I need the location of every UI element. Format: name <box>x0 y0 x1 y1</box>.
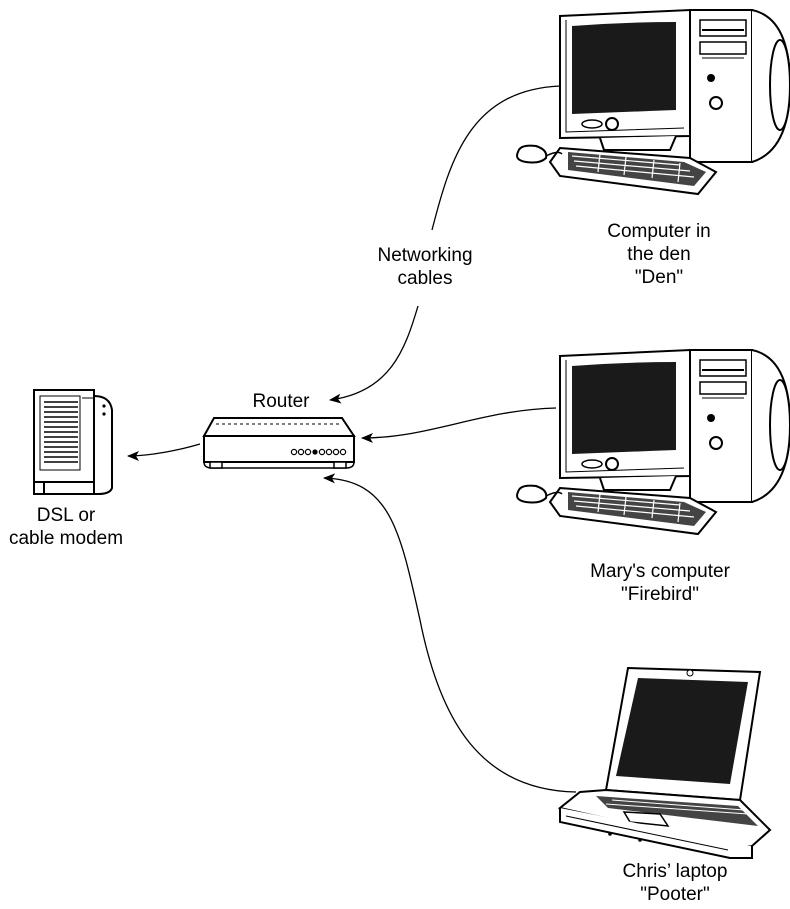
chris-laptop-label: Chris’ laptop "Pooter" <box>622 861 728 905</box>
router-label: Router <box>252 391 310 412</box>
cable-router-modem <box>127 443 201 461</box>
modem-icon <box>33 389 113 495</box>
den-computer-label: Computer in the den "Den" <box>607 221 711 288</box>
mary-computer-icon <box>516 349 790 535</box>
cable-laptop-router <box>323 473 577 793</box>
router-icon <box>202 417 356 469</box>
cable-den-router <box>330 85 561 400</box>
networking-cables-label: Networking cables <box>377 245 473 289</box>
mary-computer-label: Mary's computer "Firebird" <box>590 561 730 605</box>
cable-firebird-router <box>361 407 557 443</box>
laptop-icon <box>557 666 772 859</box>
network-cables <box>127 85 577 793</box>
modem-label: DSL or cable modem <box>8 505 124 549</box>
den-computer-icon <box>516 9 790 195</box>
